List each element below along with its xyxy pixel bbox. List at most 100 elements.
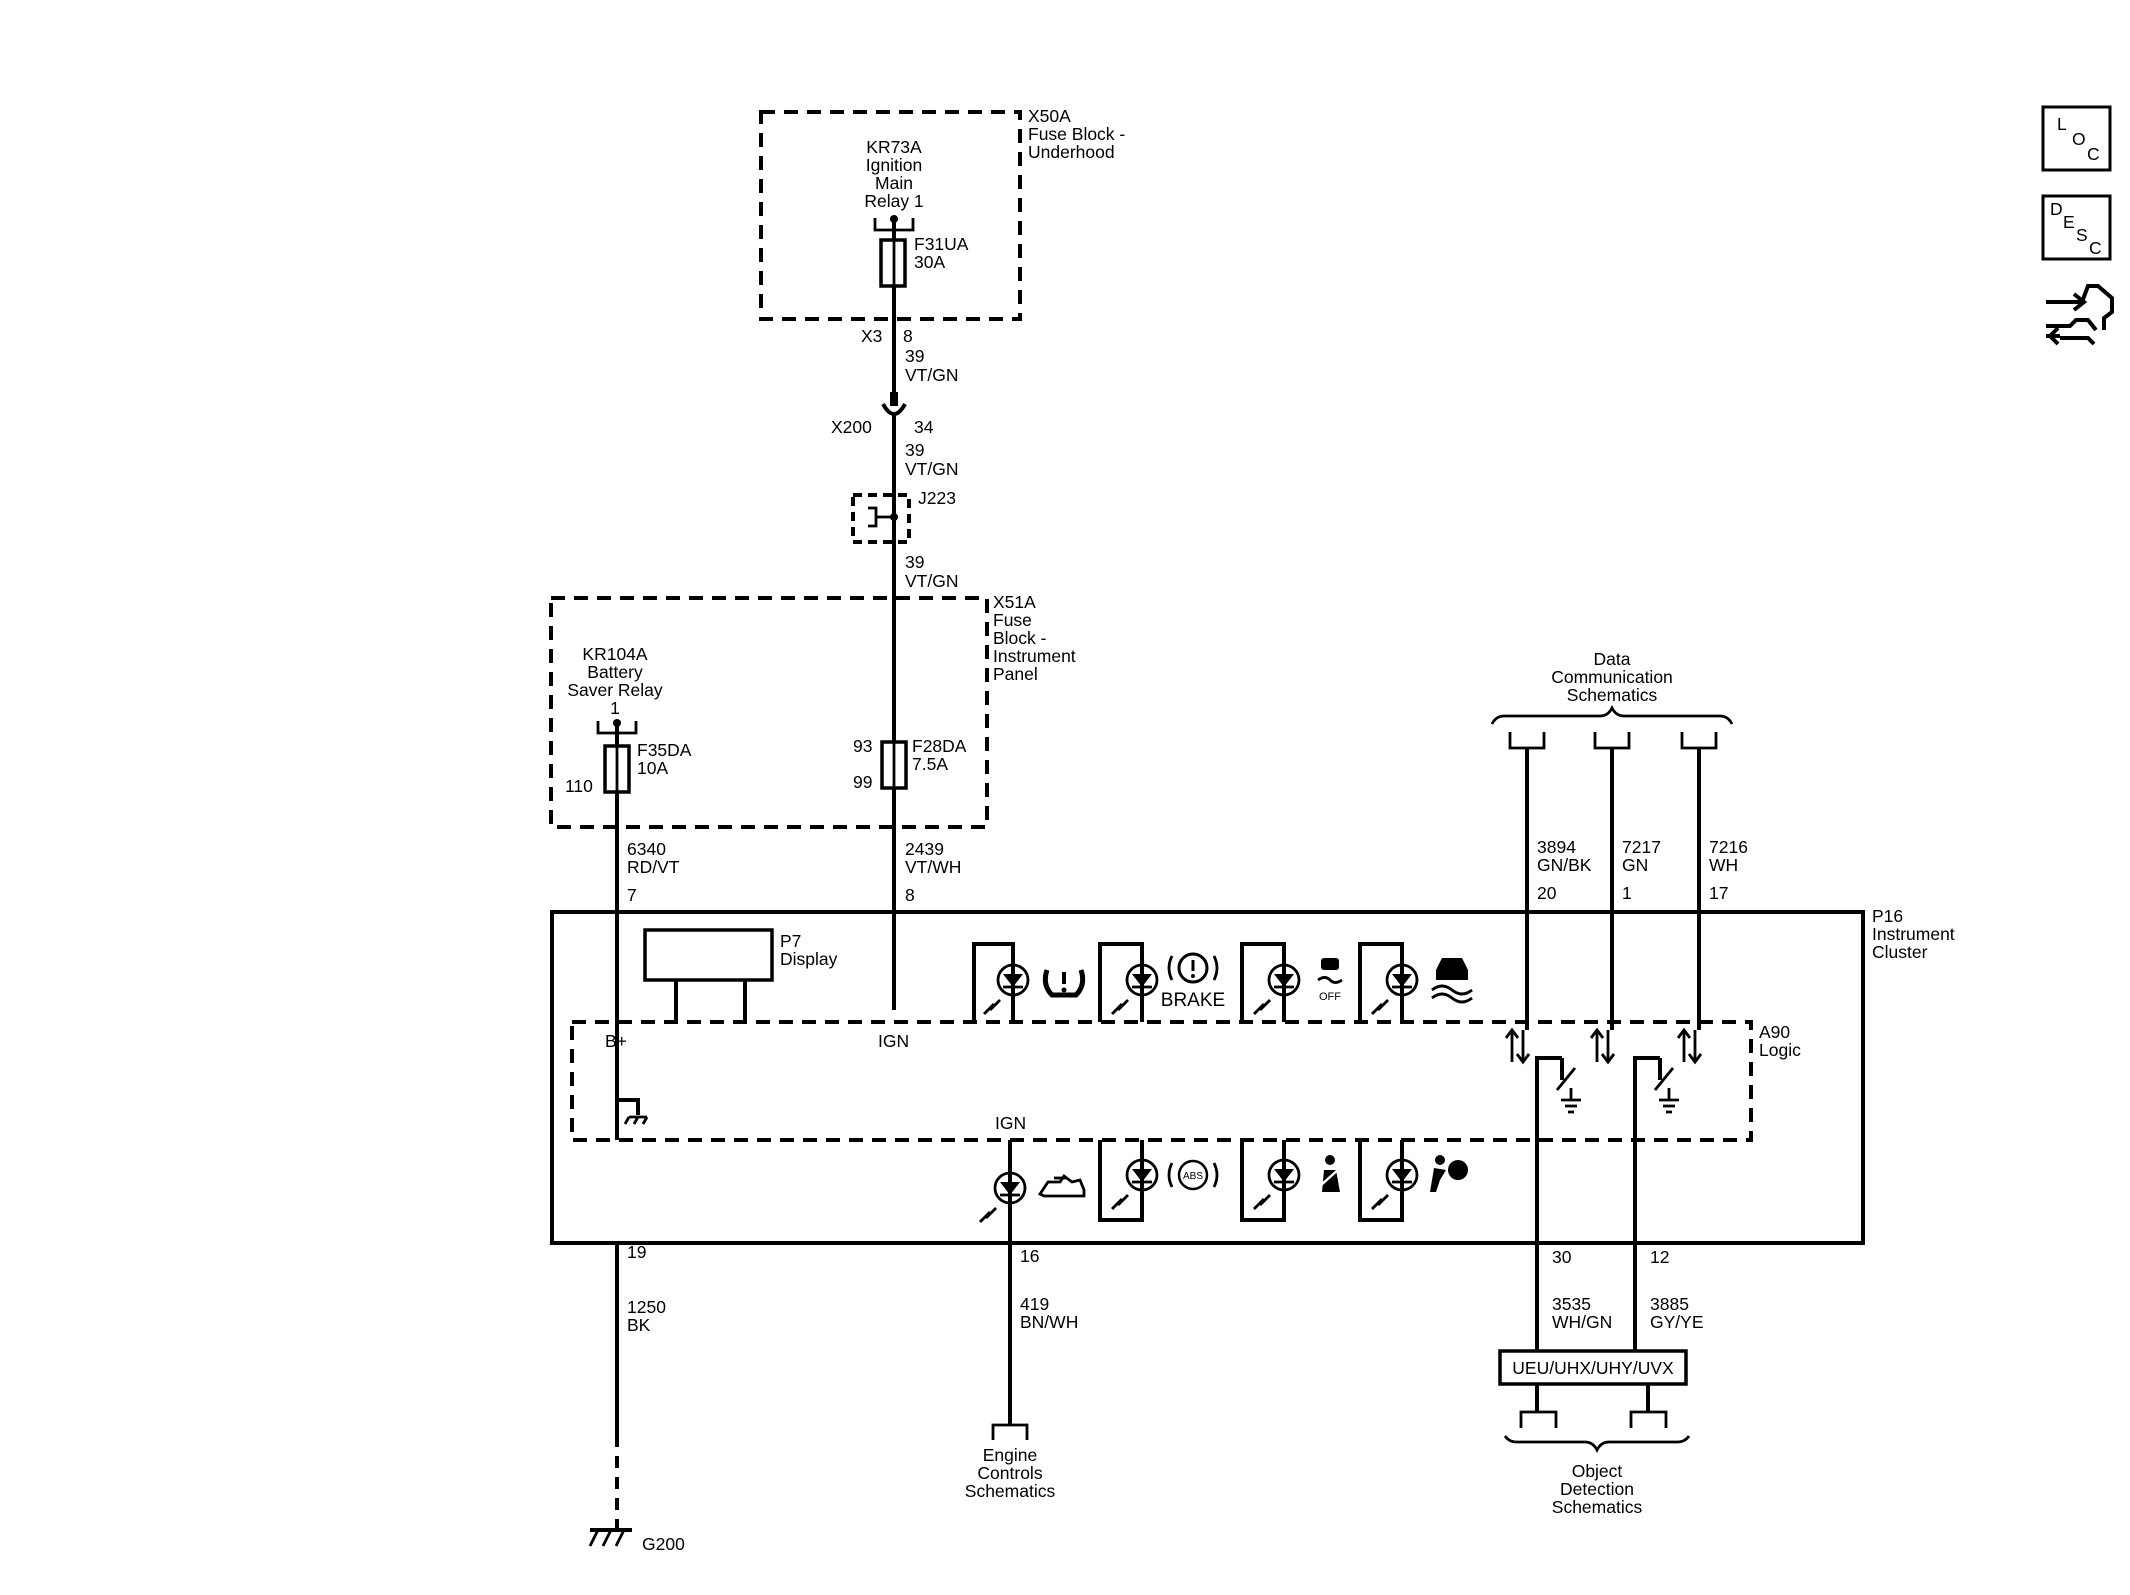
relay-kr73a-line3: Main (875, 173, 913, 193)
relay-kr73a-line4: Relay 1 (864, 191, 923, 211)
relay-kr104a-line3: Saver Relay (567, 680, 663, 700)
fuse-block-underhood-outline (759, 110, 1022, 321)
wire-6340-circuit: 6340 (627, 839, 666, 859)
desc-letter-s: S (2076, 225, 2088, 245)
wire-3894-color: GN/BK (1537, 855, 1592, 875)
fuse-f31ua-name: F31UA (914, 234, 969, 254)
relay-kr104a-name: KR104A (582, 644, 648, 664)
desc-button[interactable]: D E S C (2041, 194, 2112, 261)
fuse-block-ip-desc2: Block - (993, 628, 1047, 648)
relay-kr73a-name: KR73A (866, 137, 922, 157)
wire-7216-color: WH (1709, 855, 1738, 875)
engine-controls-line3: Schematics (965, 1481, 1056, 1501)
loc-button[interactable]: L O C (2041, 105, 2112, 172)
ground-g200-icon (588, 1528, 632, 1547)
fuse-f35da-name: F35DA (637, 740, 692, 760)
fuse-f31ua-rating: 30A (914, 252, 945, 272)
display-p7 (643, 928, 774, 982)
wire-7216-circuit: 7216 (1709, 837, 1748, 857)
led-engine-oil (979, 1171, 1027, 1223)
wire-6340-pin: 7 (627, 885, 637, 905)
wire-7216-pin: 17 (1709, 883, 1728, 903)
wire-3885-circuit: 3885 (1650, 1294, 1689, 1314)
wire-3894-pin: 20 (1537, 883, 1557, 903)
wire-top-circuit: 39 (905, 346, 924, 366)
switch-ground-icon (1633, 1056, 1679, 1243)
chassis-ground-icon (615, 1098, 649, 1140)
option-code-text: UEU/UHX/UHY/UVX (1512, 1358, 1674, 1378)
diagnostic-wrench-icon[interactable] (2046, 284, 2114, 346)
wire-mid-color: VT/GN (905, 459, 958, 479)
relay-kr104a-line4: 1 (610, 698, 620, 718)
stability-control-icon (1431, 958, 1473, 1004)
wire-1250-pin: 19 (627, 1242, 646, 1262)
relay-kr104a-line2: Battery (587, 662, 643, 682)
bidirectional-arrow-icon (1589, 1027, 1616, 1065)
data-comm-title-1: Data (1594, 649, 1631, 669)
instrument-cluster-outline (550, 910, 1865, 1245)
instrument-cluster: P16 Instrument Cluster P7 Display A90 Lo… (550, 906, 1955, 1245)
fuse-f35da-rating: 10A (637, 758, 668, 778)
wire-1250-color: BK (627, 1315, 651, 1335)
loc-button-frame (2041, 105, 2112, 172)
cluster-name: P16 (1872, 906, 1903, 926)
data-comm-connector-2 (1593, 732, 1631, 750)
engine-controls-reference[interactable]: Engine Controls Schematics (965, 1423, 1056, 1501)
connector-x3-pin: 8 (903, 326, 913, 346)
cluster-desc2: Cluster (1872, 942, 1928, 962)
fuse-block-instrument-panel: X51A Fuse Block - Instrument Panel KR104… (549, 592, 1076, 829)
oil-pressure-icon (1037, 1173, 1086, 1198)
tire-pressure-icon (1042, 969, 1086, 998)
cluster-desc1: Instrument (1872, 924, 1955, 944)
led-traction-off (1240, 942, 1301, 1022)
fuse-block-underhood-desc1: Fuse Block - (1028, 124, 1125, 144)
wire-3885-pin: 12 (1650, 1247, 1669, 1267)
loc-letter-l: L (2057, 114, 2067, 134)
display-p7-name: P7 (780, 931, 801, 951)
led-tire-pressure (972, 942, 1030, 1022)
display-p7-desc: Display (780, 949, 838, 969)
logic-a90-desc: Logic (1759, 1040, 1801, 1060)
wire-419-circuit: 419 (1020, 1294, 1049, 1314)
wire-top-color: VT/GN (905, 365, 958, 385)
engine-controls-connector (991, 1423, 1029, 1440)
desc-button-frame (2041, 194, 2112, 261)
object-detection-connector-2 (1629, 1410, 1668, 1428)
data-comm-title-3: Schematics (1567, 685, 1658, 705)
wire-3535-pin: 30 (1552, 1247, 1572, 1267)
wire-3885-color: GY/YE (1650, 1312, 1704, 1332)
traction-control-off-icon: OFF (1317, 958, 1343, 1003)
wire-3894-circuit: 3894 (1537, 837, 1576, 857)
led-stability (1358, 942, 1419, 1022)
object-detection-line3: Schematics (1552, 1497, 1643, 1517)
wire-6340-color: RD/VT (627, 857, 680, 877)
engine-controls-line2: Controls (977, 1463, 1042, 1483)
wire-2439-pin: 8 (905, 885, 915, 905)
wire-mid-circuit: 39 (905, 440, 924, 460)
led-airbag (1358, 1140, 1419, 1222)
wire-1250-circuit: 1250 (627, 1297, 666, 1317)
wire-3535-color: WH/GN (1552, 1312, 1612, 1332)
abs-icon: ABS (1167, 1159, 1219, 1191)
airbag-icon (1430, 1155, 1468, 1192)
fuse-block-ip-desc1: Fuse (993, 610, 1032, 630)
fuse-f35da-pin: 110 (565, 776, 593, 796)
seatbelt-icon (1319, 1155, 1341, 1192)
object-detection-reference[interactable]: Object Detection Schematics (1503, 1410, 1691, 1517)
led-brake (1098, 942, 1159, 1022)
desc-letter-e: E (2063, 212, 2075, 232)
object-detection-line1: Object (1572, 1461, 1623, 1481)
connector-x3-label: X3 (861, 326, 882, 346)
ign-bottom-label: IGN (995, 1113, 1026, 1133)
fuse-block-ip-desc3: Instrument (993, 646, 1076, 666)
x200-pin: 34 (914, 417, 934, 437)
fuse-f28da-pin-in: 93 (853, 736, 872, 756)
data-communication-reference[interactable]: Data Communication Schematics (1490, 649, 1734, 750)
desc-letter-d: D (2050, 199, 2063, 219)
fuse-f28da-rating: 7.5A (912, 754, 948, 774)
wire-419-pin: 16 (1020, 1246, 1039, 1266)
data-comm-title-2: Communication (1551, 667, 1673, 687)
object-detection-line2: Detection (1560, 1479, 1634, 1499)
data-line-arrows (1504, 1027, 1703, 1065)
